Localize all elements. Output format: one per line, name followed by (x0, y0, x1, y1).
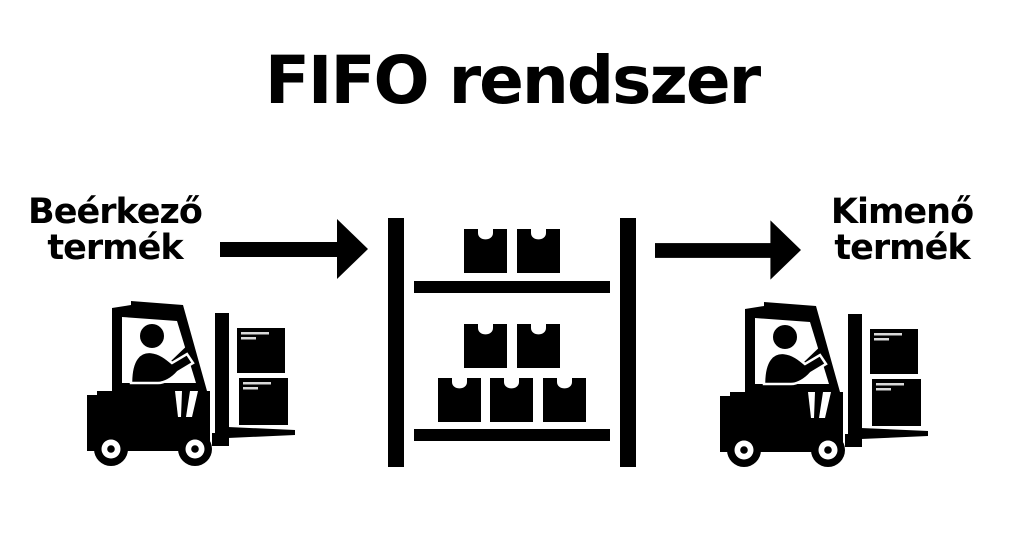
outgoing-product-label-line2: termék (834, 228, 970, 268)
incoming-product-label-line1: Beérkező (28, 192, 203, 232)
outgoing-product-label: Kimenő termék (806, 194, 998, 266)
incoming-arrow-icon (220, 219, 368, 279)
incoming-forklift-icon (85, 291, 315, 471)
incoming-product-label: Beérkező termék (8, 194, 222, 266)
page-title: FIFO rendszer (264, 42, 761, 119)
outgoing-arrow-icon (655, 220, 801, 280)
outgoing-forklift-icon (718, 292, 948, 472)
incoming-product-label-line2: termék (47, 228, 183, 268)
outgoing-product-label-line1: Kimenő (830, 192, 974, 232)
warehouse-rack-icon (388, 215, 636, 467)
